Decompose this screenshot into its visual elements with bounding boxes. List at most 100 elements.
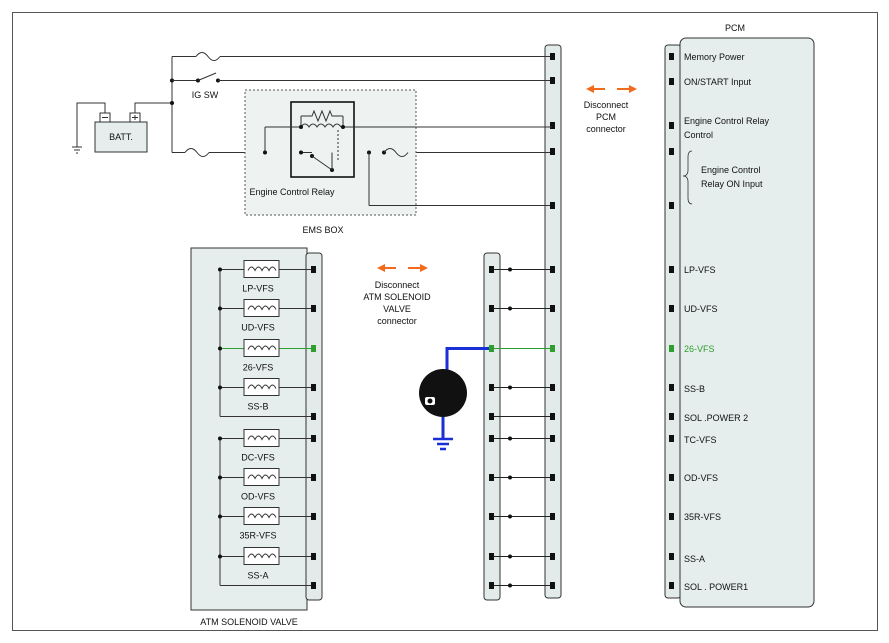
- battery: [94, 121, 148, 153]
- atm-harness-pins: [489, 266, 494, 589]
- pcm-pin: [669, 53, 674, 60]
- solenoid-coils: LP-VFS UD-VFS 26-VFS SS-B DC-VFS OD-VFS 35R-VF…: [218, 260, 311, 581]
- ig-sw-label: IG SW: [192, 90, 219, 100]
- pcm-pin-label: TC-VFS: [684, 435, 717, 445]
- engine-control-relay: [290, 101, 355, 178]
- pcm-pin-label: LP-VFS: [684, 265, 716, 275]
- disconnect-atm-text: ATM SOLENOID: [363, 292, 431, 302]
- harness-pin: [550, 202, 555, 209]
- solenoid-dc-vfs: DC-VFS: [218, 429, 311, 463]
- disconnect-atm-text: connector: [377, 316, 417, 326]
- harness-pin: [550, 582, 555, 589]
- pcm-pin-label: UD-VFS: [684, 304, 718, 314]
- harness-pin: [550, 122, 555, 129]
- pcm-pin-label: SS-B: [684, 384, 705, 394]
- atm-harness-pin: [489, 553, 494, 560]
- pcm-pin-highlight: [669, 345, 674, 352]
- atm-harness-pin: [489, 513, 494, 520]
- solenoid-label: LP-VFS: [242, 284, 274, 294]
- harness-connector-pins: [550, 53, 555, 589]
- battery-label: BATT.: [109, 132, 133, 142]
- disconnect-pcm-text: connector: [586, 124, 626, 134]
- harness-pin: [550, 474, 555, 481]
- solenoid-lp-vfs: LP-VFS: [218, 260, 311, 294]
- pcm-pin: [669, 122, 674, 129]
- harness-pin: [550, 384, 555, 391]
- harness-pin: [550, 553, 555, 560]
- solenoid-label: 26-VFS: [243, 363, 274, 373]
- pcm-pin-label: OD-VFS: [684, 473, 718, 483]
- harness-pin: [550, 513, 555, 520]
- frame: [12, 12, 878, 631]
- atm-harness-pin: [489, 582, 494, 589]
- atm-harness-connector[interactable]: [483, 252, 501, 601]
- pcm-pin-label: 35R-VFS: [684, 512, 721, 522]
- pcm-box: [679, 37, 815, 608]
- pcm-pin-label-highlight: 26-VFS: [684, 344, 715, 354]
- disconnect-pcm-text: PCM: [596, 112, 616, 122]
- ems-box-label: EMS BOX: [302, 225, 343, 235]
- relay-label: Engine Control Relay: [249, 187, 335, 197]
- pcm-pin-label: ON/START Input: [684, 77, 752, 87]
- atm-valve-connector[interactable]: [305, 252, 323, 601]
- atm-harness-pin: [489, 266, 494, 273]
- disconnect-pcm-text: Disconnect: [584, 100, 629, 110]
- solenoid-ud-vfs: UD-VFS: [218, 299, 311, 333]
- harness-pin: [550, 305, 555, 312]
- pcm-pin-label: Memory Power: [684, 52, 745, 62]
- harness-pin: [550, 435, 555, 442]
- pcm-pin: [669, 148, 674, 155]
- solenoid-label: 35R-VFS: [239, 531, 276, 541]
- solenoid-ss-b: SS-B: [218, 378, 311, 412]
- harness-pin: [550, 266, 555, 273]
- atm-valve-label: ATM SOLENOID VALVE: [200, 617, 298, 627]
- disconnect-atm-text: Disconnect: [375, 280, 420, 290]
- wire-junctions: [508, 267, 512, 588]
- pcm-pin-label: SOL .POWER 2: [684, 413, 748, 423]
- solenoid-label: SS-B: [247, 402, 268, 412]
- atm-harness-pin: [489, 474, 494, 481]
- harness-pin: [550, 77, 555, 84]
- pcm-pin: [669, 266, 674, 273]
- atm-to-pcm-wires: [494, 269, 550, 586]
- atm-harness-pin: [489, 384, 494, 391]
- disconnect-atm-arrows: [377, 264, 428, 272]
- solenoid-35r-vfs: 35R-VFS: [218, 507, 311, 541]
- solenoid-26-vfs: 26-VFS: [218, 339, 311, 373]
- harness-pin: [550, 53, 555, 60]
- pcm-title: PCM: [725, 23, 745, 33]
- atm-harness-pin: [489, 435, 494, 442]
- pcm-pin: [669, 384, 674, 391]
- solenoid-label: DC-VFS: [241, 453, 275, 463]
- solenoid-label: UD-VFS: [241, 323, 275, 333]
- solenoid-label: SS-A: [247, 571, 268, 581]
- pcm-harness-connector[interactable]: [544, 44, 562, 599]
- pcm-pin: [669, 78, 674, 85]
- pcm-pin: [669, 305, 674, 312]
- ems-box: [244, 89, 417, 216]
- pcm-pin-label: Engine Control: [701, 165, 761, 175]
- pcm-pin-label: SOL . POWER1: [684, 582, 748, 592]
- pcm-pin-label: Relay ON Input: [701, 179, 763, 189]
- atm-harness-pin-highlight: [489, 345, 494, 352]
- pcm-pin: [669, 513, 674, 520]
- disconnect-pcm-arrows: [586, 85, 637, 93]
- harness-pin-highlight: [550, 345, 555, 352]
- meter-icon: [419, 369, 467, 417]
- pcm-pin: [669, 582, 674, 589]
- solenoid-label: OD-VFS: [241, 492, 275, 502]
- pcm-pin: [669, 202, 674, 209]
- pcm-pin-label: Control: [684, 130, 713, 140]
- pcm-pin-label: Engine Control Relay: [684, 116, 770, 126]
- solenoid-od-vfs: OD-VFS: [218, 468, 311, 502]
- pcm-brace: [682, 150, 693, 205]
- pcm-pins: [669, 53, 674, 589]
- solenoid-pins: [311, 266, 316, 589]
- pcm-pin: [669, 553, 674, 560]
- ohmmeter-probe: [419, 347, 489, 451]
- disconnect-atm-text: VALVE: [383, 304, 411, 314]
- atm-harness-pin: [489, 413, 494, 420]
- harness-pin: [550, 413, 555, 420]
